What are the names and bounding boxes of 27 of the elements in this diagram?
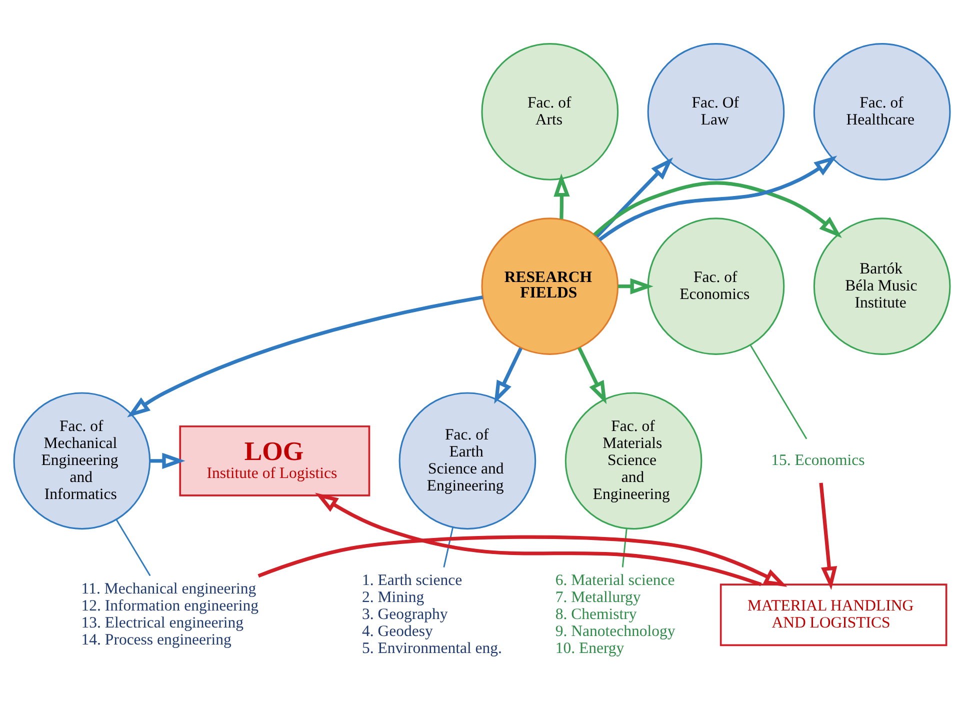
arrow — [314, 492, 762, 586]
arrow — [257, 534, 787, 586]
arrow — [553, 173, 570, 218]
arrow — [818, 482, 837, 590]
node-box: LOG Institute of Logistics — [178, 424, 370, 496]
arrow — [592, 180, 842, 238]
arrow — [598, 155, 837, 241]
node-text: 1. Earth science 2. Mining 3. Geography 4. Geodesy 5. Environmental eng. — [361, 572, 502, 656]
connector — [749, 344, 807, 439]
arrow — [494, 346, 522, 404]
node-text: 15. Economics — [770, 452, 864, 469]
arrow — [577, 346, 606, 404]
node-circle: Fac. of Economics — [646, 217, 784, 354]
arrow — [126, 294, 483, 417]
connector — [115, 518, 150, 576]
node-circle: RESEARCH FIELDS — [480, 217, 618, 354]
node-circle: Fac. of Arts — [480, 42, 618, 180]
node-box: MATERIAL HANDLING AND LOGISTICS — [719, 583, 947, 646]
node-circle: Fac. of Materials Science and Engineering — [564, 392, 702, 530]
connector — [621, 528, 627, 567]
arrow — [618, 278, 653, 294]
node-circle: Fac. of Earth Science and Engineering — [398, 392, 536, 530]
arrow — [150, 452, 185, 468]
connector — [442, 526, 454, 567]
node-text: 6. Material science 7. Metallurgy 8. Chemistry 9. Nanotechnology 10. Energy — [554, 572, 675, 656]
arrow — [595, 156, 673, 238]
node-text: 11. Mechanical engineering 12. Information engineering 13. Electrical engineering 14. Process engineering — [80, 580, 258, 648]
